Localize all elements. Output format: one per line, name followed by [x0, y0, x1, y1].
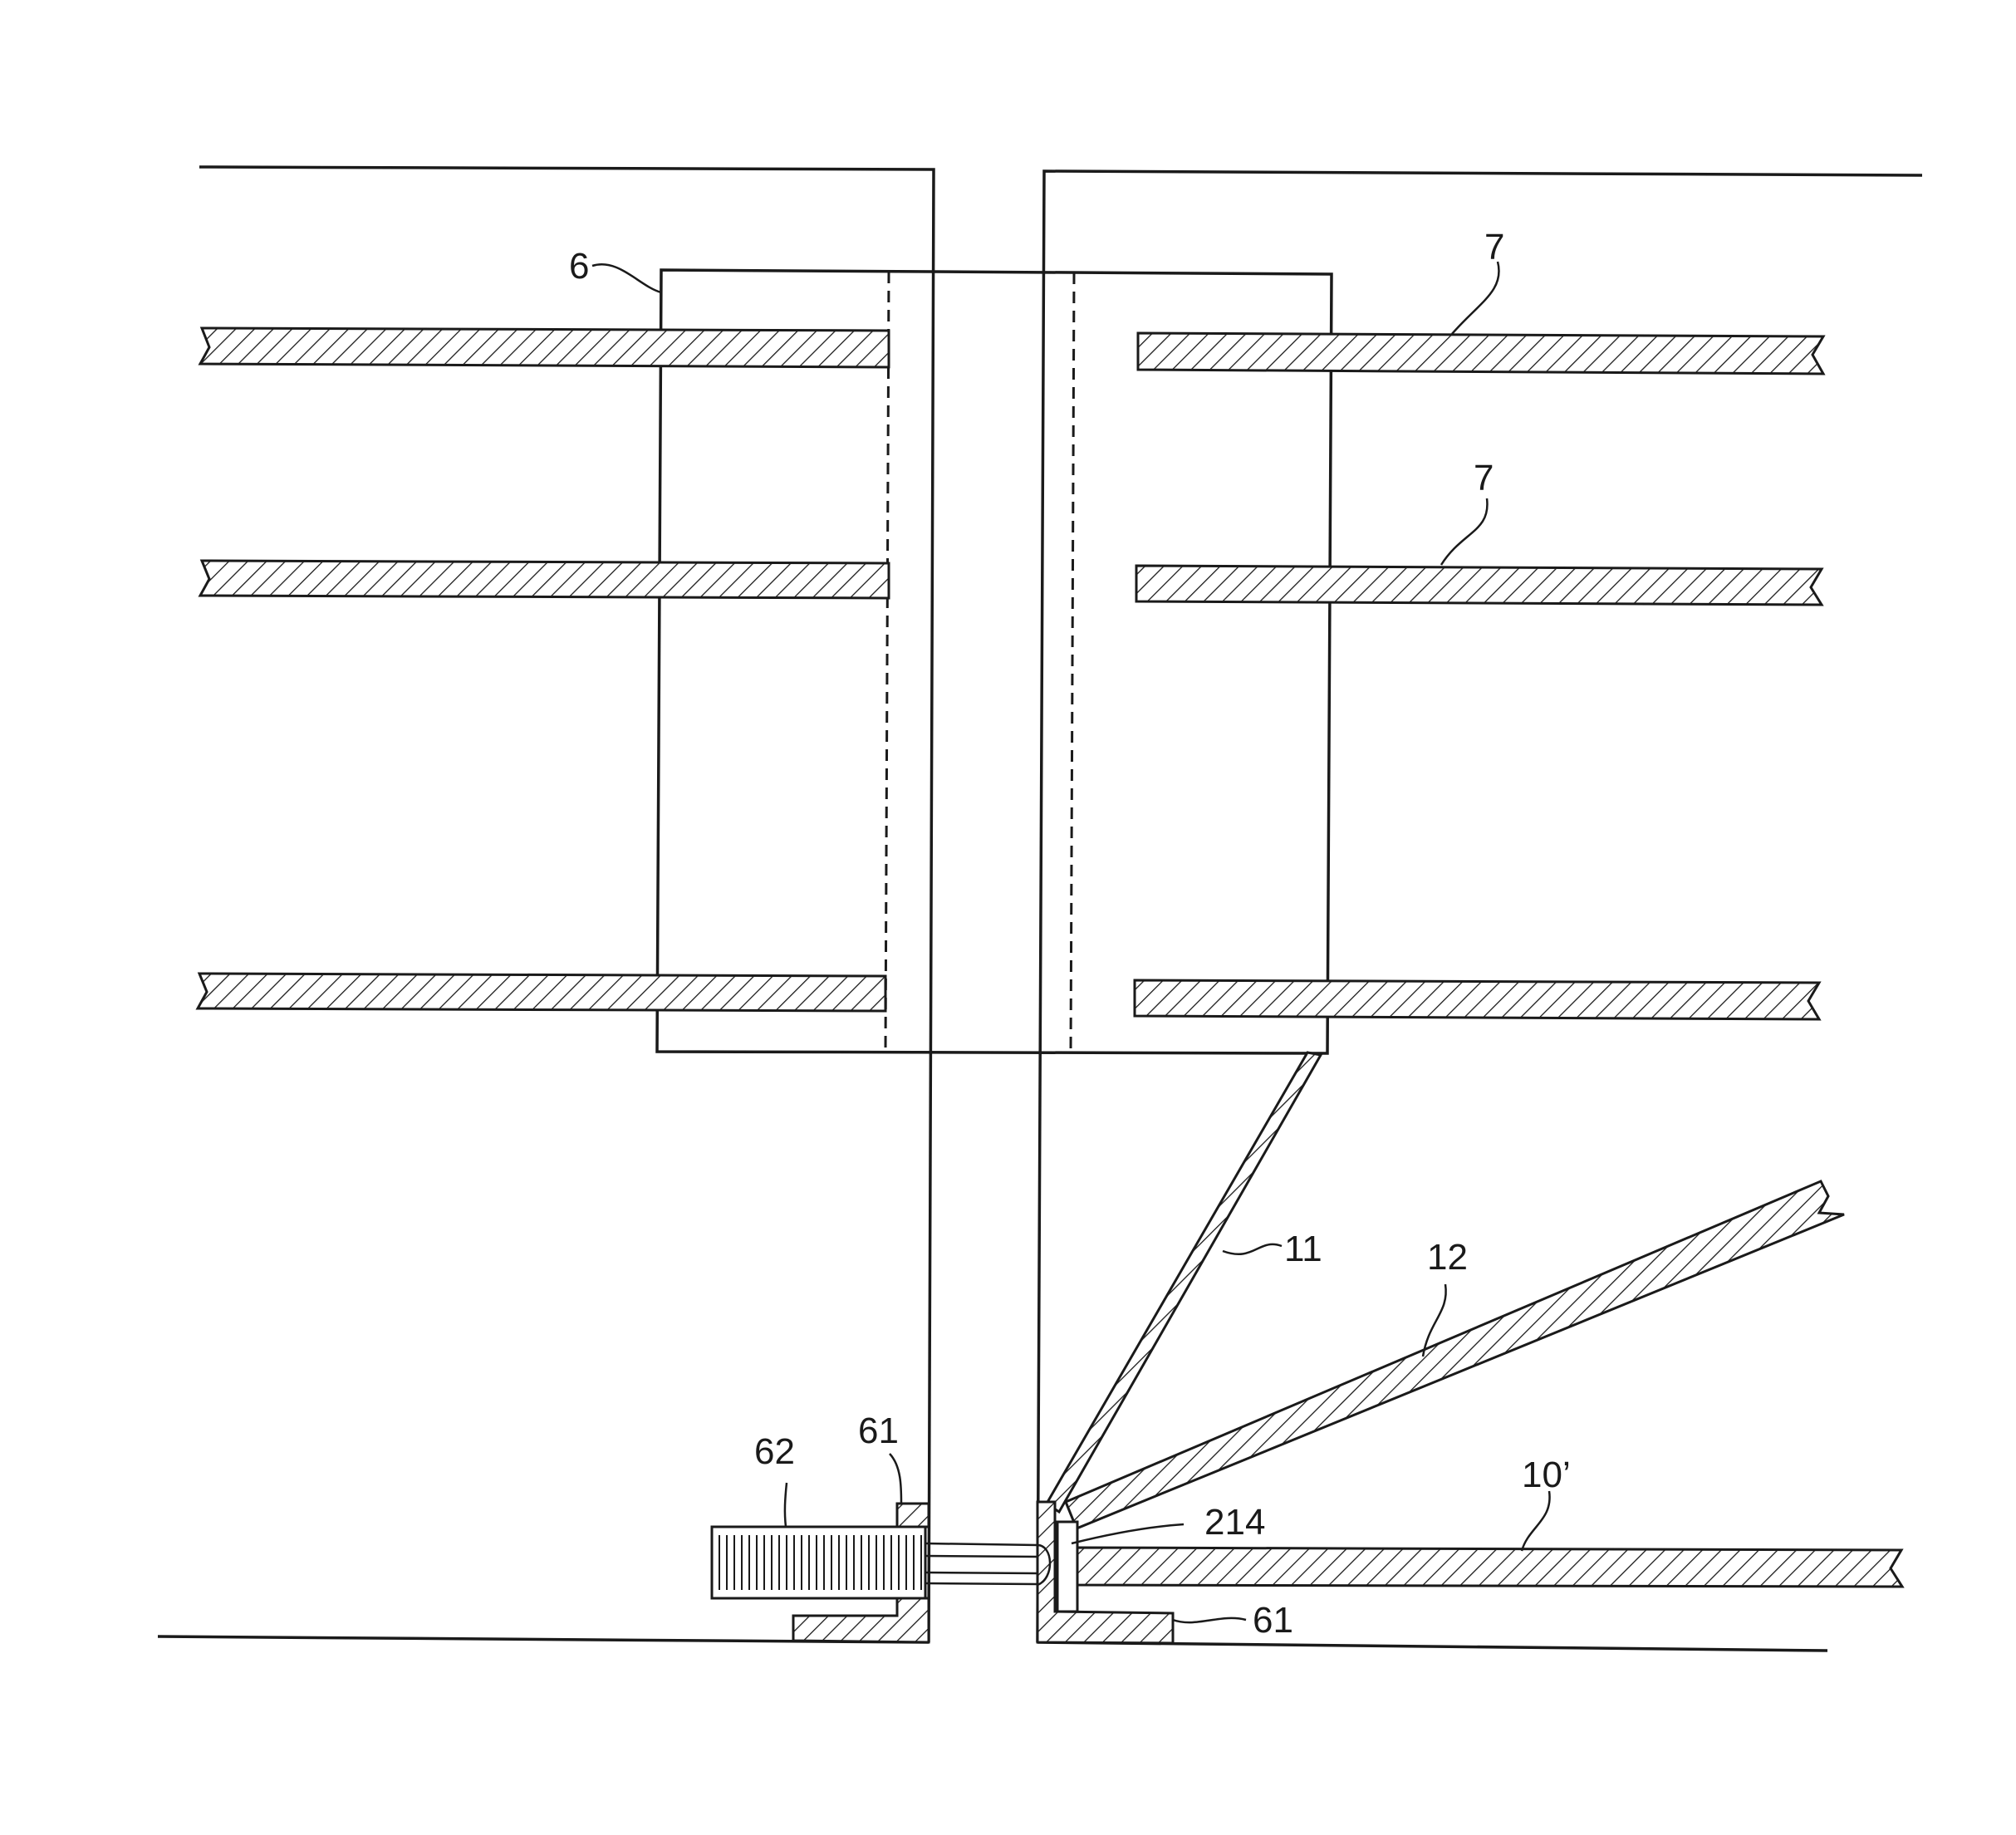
right-wall-outline	[1037, 171, 1922, 1642]
leader-10-prime	[1522, 1491, 1550, 1551]
left-bracket-61-lower	[793, 1598, 929, 1642]
left-wall-outline	[199, 167, 934, 1642]
label-7-middle: 7	[1474, 458, 1494, 498]
left-strut-bottom	[198, 974, 885, 1011]
bar-10-prime	[1077, 1548, 1902, 1587]
label-61-left: 61	[858, 1411, 899, 1451]
label-214: 214	[1204, 1502, 1265, 1543]
right-strut-7-top	[1138, 333, 1823, 374]
leader-61-left	[890, 1454, 901, 1504]
leader-62	[785, 1483, 787, 1527]
leader-7-top	[1452, 262, 1499, 334]
leader-7-middle	[1441, 498, 1487, 565]
screw-shaft-line-2	[925, 1556, 1037, 1557]
label-7-top: 7	[1484, 227, 1504, 267]
label-61-right: 61	[1253, 1600, 1293, 1641]
left-strut-top	[200, 328, 889, 367]
frame-dashed-line-right	[1071, 272, 1074, 1052]
right-strut-bottom	[1135, 980, 1819, 1019]
screw-62-body	[712, 1527, 925, 1598]
left-bracket-61-upper	[897, 1504, 929, 1527]
right-strut-7-middle	[1136, 566, 1822, 605]
label-10-prime: 10’	[1522, 1455, 1571, 1495]
screw-shaft-line-4	[925, 1583, 1037, 1584]
brace-12	[1066, 1181, 1844, 1528]
frame-6-rectangle	[657, 270, 1332, 1053]
label-12: 12	[1427, 1237, 1468, 1278]
part-214-plate	[1057, 1522, 1077, 1612]
screw-shaft-line-1	[925, 1543, 1037, 1545]
label-11: 11	[1284, 1229, 1322, 1269]
leader-6	[592, 264, 661, 292]
leader-214	[1072, 1524, 1184, 1543]
leader-11	[1223, 1244, 1282, 1254]
frame-dashed-line-left	[885, 272, 889, 1052]
left-strut-middle	[200, 561, 889, 598]
label-6: 6	[569, 246, 589, 287]
leader-61-right	[1173, 1618, 1246, 1622]
label-62: 62	[754, 1431, 795, 1472]
